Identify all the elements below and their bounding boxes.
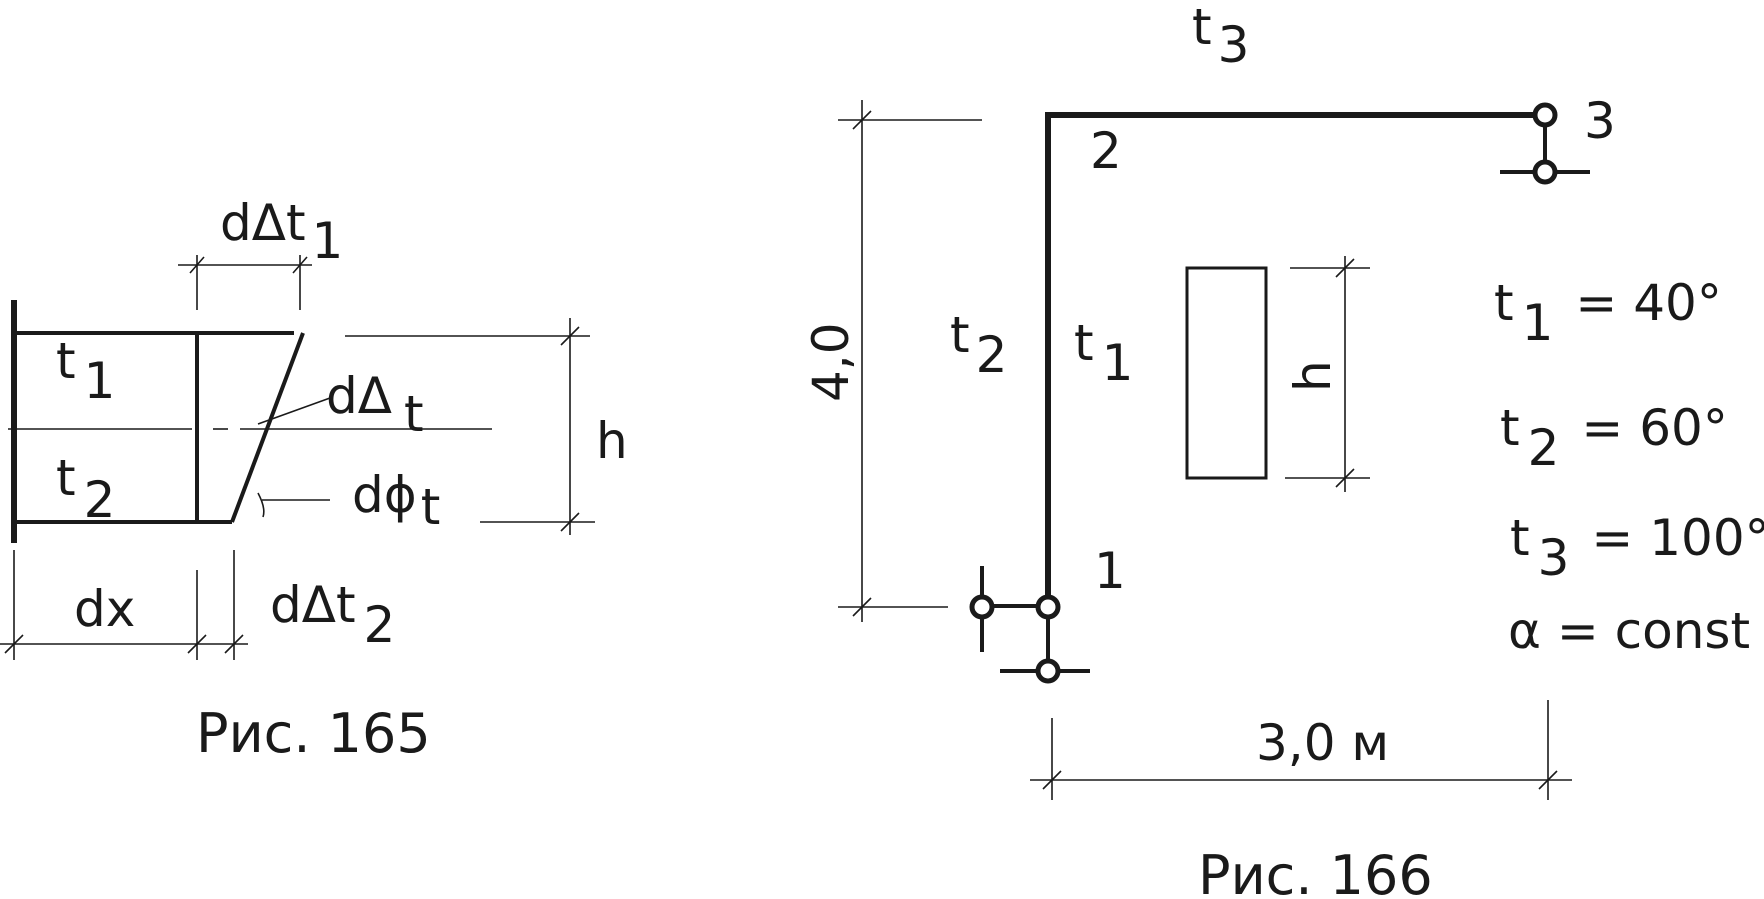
fig166-cond-alpha: α = const — [1508, 602, 1750, 660]
fig166-dim-width-tick-right — [1538, 770, 1558, 790]
fig165-dim-h-tick-bottom — [560, 512, 580, 532]
fig166-hinge-node3-icon — [1532, 102, 1558, 128]
fig166-hinge-node1-icon — [1035, 594, 1061, 620]
fig166-label-section-h: h — [1284, 360, 1342, 392]
fig165-dim-ddt1-tick-left — [189, 256, 205, 274]
fig165-label-dphi: dϕt — [352, 466, 440, 536]
fig165-label-h: h — [596, 412, 628, 470]
fig166-dim-width-tick-left — [1042, 770, 1062, 790]
fig165-dphi-arc — [257, 492, 265, 518]
fig166-hinge-support3-icon — [1532, 159, 1558, 185]
fig166-caption: Рис. 166 — [1198, 844, 1433, 899]
fig166-label-node1: 1 — [1094, 542, 1126, 600]
fig165-label-dx: dx — [74, 580, 135, 638]
fig166-cross-section — [1185, 266, 1268, 480]
fig165-dim-dx-tick-right — [187, 634, 207, 654]
fig165-dim-dx-tick-left — [4, 634, 24, 654]
fig166-label-node3: 3 — [1584, 92, 1616, 150]
fig165-dim-ddt1-tick-right — [292, 256, 308, 274]
fig165-caption: Рис. 165 — [196, 702, 431, 765]
fig165-dim-ddt2-tick — [224, 634, 244, 654]
fig165-dim-h-tick-top — [560, 326, 580, 346]
fig166-label-dim-width: 3,0 м — [1256, 714, 1389, 772]
fig166-dim-height-tick-top — [852, 110, 872, 130]
fig166-label-dim-height: 4,0 — [802, 322, 860, 402]
fig166-hinge-bottom-icon — [1035, 658, 1061, 684]
fig166-dim-height-tick-bottom — [852, 597, 872, 617]
fig165-leader-ddt — [257, 397, 331, 425]
fig165-rotated-face — [230, 332, 305, 523]
fig166-label-node2: 2 — [1090, 122, 1122, 180]
fig166-section-tick-bottom — [1335, 468, 1355, 488]
fig166-hinge-left-icon — [969, 594, 995, 620]
fig166-section-tick-top — [1335, 258, 1355, 278]
